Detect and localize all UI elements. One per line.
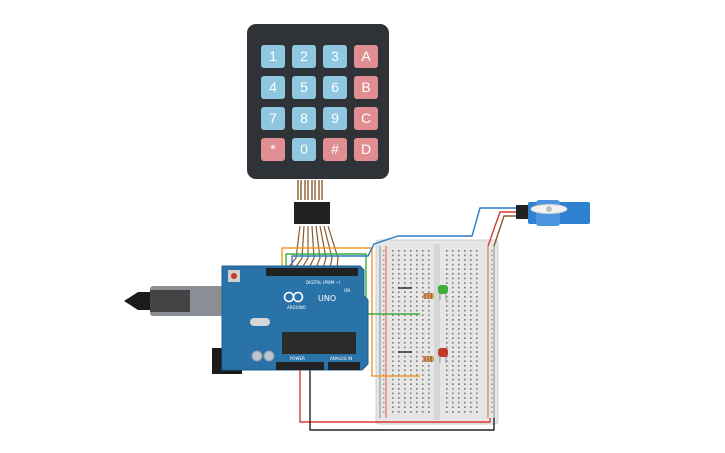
micro-servo[interactable] [516, 200, 590, 226]
arduino-logo [283, 291, 304, 303]
keypad-key[interactable]: 3 [323, 45, 347, 68]
digital-header-label: DIGITAL (PWM ~) [306, 280, 341, 285]
wires [281, 180, 520, 431]
digital-header [266, 268, 358, 276]
keypad-key[interactable]: A [354, 45, 378, 68]
arduino-model-label: UNO [318, 294, 336, 303]
blue-signal-wire [291, 207, 520, 268]
keypad-key[interactable]: 5 [292, 76, 316, 99]
arduino-uno-board[interactable]: ARDUINO UNO DIGITAL (PWM ~) ON POWER ANA… [124, 265, 369, 374]
red-power-wire [299, 368, 491, 423]
on-label: ON [344, 288, 350, 293]
analog-header [328, 362, 360, 370]
resistor-red-led[interactable] [423, 356, 434, 362]
keypad-key[interactable]: 9 [323, 107, 347, 130]
keypad-key[interactable]: B [354, 76, 378, 99]
green-wire [285, 253, 420, 315]
keypad-key[interactable]: C [354, 107, 378, 130]
atmega-chip [282, 332, 356, 354]
power-header-label: POWER [290, 356, 305, 361]
keypad-key[interactable]: 6 [323, 76, 347, 99]
keypad-key[interactable]: # [323, 138, 347, 161]
keypad-key[interactable]: 0 [292, 138, 316, 161]
servo-power-wire [487, 211, 520, 247]
black-ground-wire [309, 368, 495, 431]
keypad-key[interactable]: 1 [261, 45, 285, 68]
keypad-key[interactable]: 2 [292, 45, 316, 68]
keypad-connector [294, 202, 330, 224]
keypad-key[interactable]: 8 [292, 107, 316, 130]
resistor-green-led[interactable] [423, 293, 434, 299]
keypad-key[interactable]: 7 [261, 107, 285, 130]
power-header [276, 362, 324, 370]
servo-ground-wire [493, 215, 520, 247]
green-led[interactable] [438, 285, 448, 300]
analog-header-label: ANALOG IN [330, 356, 352, 361]
keypad-key[interactable]: D [354, 138, 378, 161]
keypad-key[interactable]: 4 [261, 76, 285, 99]
red-led[interactable] [438, 348, 448, 363]
keypad-key[interactable]: * [261, 138, 285, 161]
arduino-brand-label: ARDUINO [287, 305, 306, 310]
breadboard-holes [383, 250, 493, 413]
breadboard[interactable] [375, 239, 499, 425]
